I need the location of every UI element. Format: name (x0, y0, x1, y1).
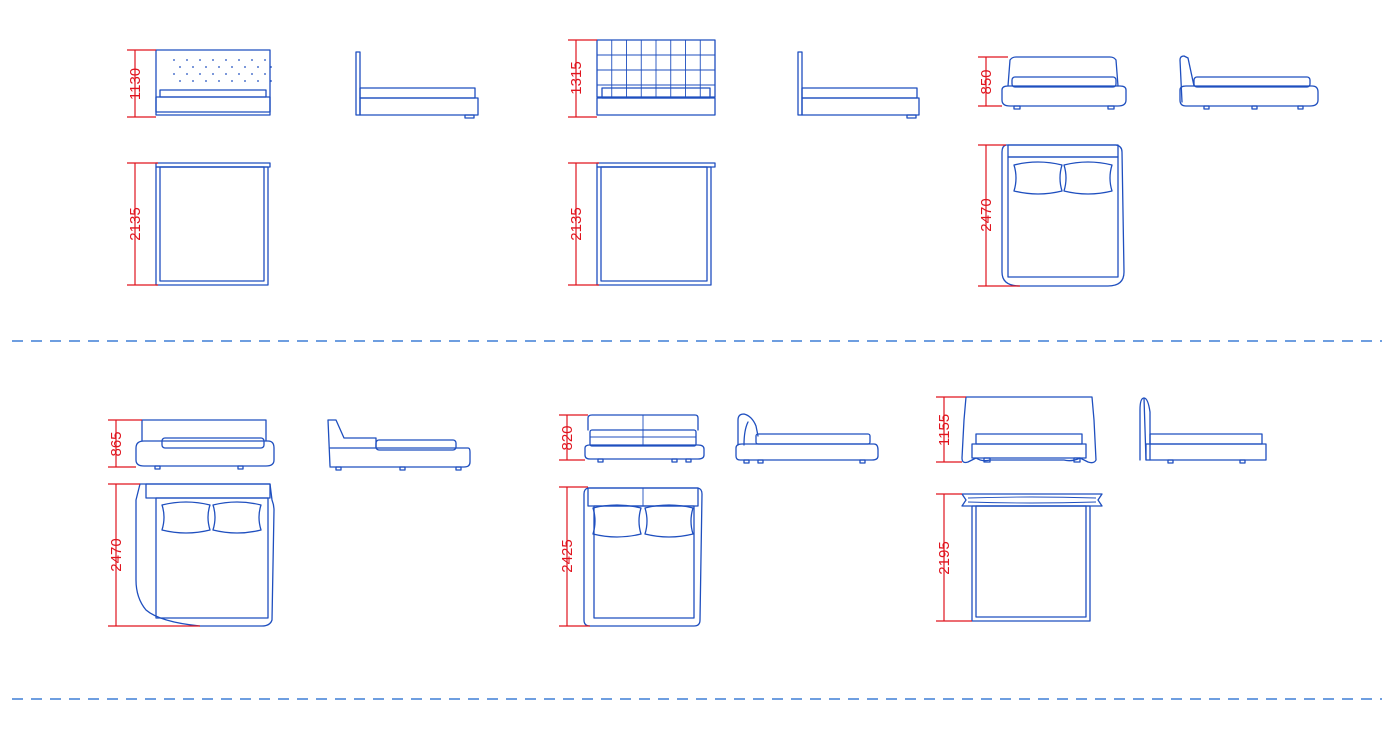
headboard-tuft-dot (212, 59, 214, 61)
headboard-tuft-dot (231, 80, 233, 82)
headboard-tuft-dot (186, 59, 188, 61)
headboard-tuft-dot (231, 66, 233, 68)
bed-4-length-label: 2470 (108, 538, 125, 571)
headboard-tuft-dot (251, 59, 253, 61)
headboard-tuft-dot (205, 80, 207, 82)
headboard-tuft-dot (199, 73, 201, 75)
bed-4-group: 865 2470 (108, 419, 471, 627)
bed-3-group: 850 2470 (978, 55, 1319, 287)
bed-1-top-view (155, 162, 271, 286)
bed-3-length-dimension: 2470 (978, 144, 1020, 287)
bed-2-height-dimension: 1315 (568, 39, 597, 118)
bed-4-height-dimension: 865 (108, 419, 142, 468)
headboard-tuft-dot (257, 80, 259, 82)
headboard-tuft-dot (205, 66, 207, 68)
headboard-tuft-dot (238, 59, 240, 61)
headboard-tuft-dot (173, 73, 175, 75)
headboard-tuft-dot (173, 59, 175, 61)
headboard-tuft-dot (270, 80, 272, 82)
bed-4-length-dimension: 2470 (108, 483, 200, 627)
bed-2-side-view (797, 51, 920, 119)
headboard-tuft-dot (264, 59, 266, 61)
bed-2-length-dimension: 2135 (568, 162, 599, 286)
bed-5-height-label: 820 (559, 425, 576, 450)
bed-3-side-view (1179, 55, 1319, 110)
headboard-tuft-dot (212, 73, 214, 75)
headboard-tuft-dot (225, 59, 227, 61)
headboard-tuft-dot (238, 73, 240, 75)
bed-6-top-view (961, 493, 1103, 622)
headboard-tuft-dot (192, 66, 194, 68)
bed-5-front-view (584, 414, 705, 463)
bed-2-group: 1315 2135 (568, 39, 920, 286)
bed-6-side-view (1139, 397, 1267, 464)
headboard-tuft-dot (264, 73, 266, 75)
bed-3-front-view (1001, 56, 1127, 110)
bed-1-group: 1130 2135 (127, 49, 479, 286)
bed-2-height-label: 1315 (568, 61, 585, 94)
bed-4-front-view (135, 419, 275, 470)
bed-5-length-dimension: 2425 (559, 486, 590, 627)
headboard-tuft-dot (257, 66, 259, 68)
headboard-tuft-dot (218, 80, 220, 82)
bed-5-height-dimension: 820 (559, 414, 588, 461)
bed-6-height-dimension: 1155 (936, 396, 966, 463)
bed-3-height-dimension: 850 (978, 56, 1008, 107)
headboard-tuft-dot (225, 73, 227, 75)
headboard-tuft-dot (186, 73, 188, 75)
headboard-tuft-dot (179, 66, 181, 68)
bed-4-top-view (135, 483, 275, 627)
bed-5-top-view (583, 487, 703, 627)
headboard-tuft-dot (192, 80, 194, 82)
bed-2-front-view (596, 39, 716, 116)
bed-3-length-label: 2470 (978, 198, 995, 231)
bed-1-front-view (155, 49, 272, 116)
headboard-tuft-dot (218, 66, 220, 68)
bed-1-side-view (355, 51, 479, 119)
headboard-tuft-dot (179, 80, 181, 82)
bed-1-length-label: 2135 (127, 207, 144, 240)
bed-1-height-label: 1130 (127, 68, 144, 100)
headboard-tuft-dot (251, 73, 253, 75)
bed-6-group: 1155 2195 (936, 396, 1267, 622)
headboard-tuft-dot (244, 80, 246, 82)
bed-4-height-label: 865 (108, 431, 125, 456)
bed-5-side-view (735, 413, 879, 464)
bed-6-length-dimension: 2195 (936, 493, 972, 622)
bed-5-group: 820 2425 (559, 413, 879, 627)
bed-6-length-label: 2195 (936, 541, 953, 574)
bed-5-length-label: 2425 (559, 539, 576, 572)
bed-1-height-dimension: 1130 (127, 49, 156, 118)
bed-2-length-label: 2135 (568, 207, 585, 240)
bed-4-side-view (327, 419, 471, 471)
bed-1-length-dimension: 2135 (127, 162, 158, 286)
headboard-tuft-dot (199, 59, 201, 61)
bed-6-height-label: 1155 (936, 414, 953, 446)
bed-3-top-view (1001, 144, 1125, 287)
bed-6-front-view (961, 396, 1097, 464)
bed-2-top-view (596, 162, 716, 286)
bed-3-height-label: 850 (978, 69, 995, 94)
headboard-tuft-dot (244, 66, 246, 68)
headboard-tuft-dot (270, 66, 272, 68)
